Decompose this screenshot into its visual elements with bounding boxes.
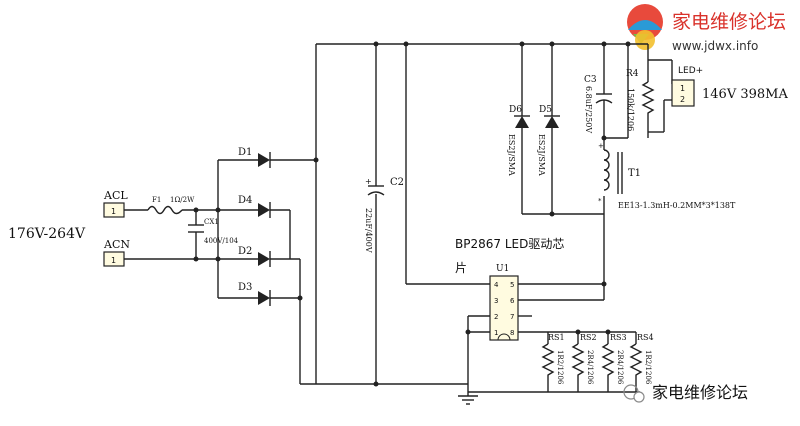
wires bbox=[124, 43, 673, 396]
c2-value: 22uF/400V bbox=[364, 208, 373, 253]
acn-connector: 1 bbox=[103, 251, 125, 267]
output-spec: 146V 398MA bbox=[702, 87, 788, 102]
cx1-capacitor bbox=[188, 224, 204, 233]
chip-pin-1: 1 bbox=[494, 329, 498, 337]
rs4-ref: RS4 bbox=[637, 333, 654, 342]
acn-label: ACN bbox=[103, 238, 130, 251]
rs1-value: 1R2/1206 bbox=[556, 350, 564, 385]
fuse-symbol bbox=[147, 205, 183, 215]
c3-value: 6.8uF/250V bbox=[584, 86, 593, 133]
diode-d6-label: D6 bbox=[509, 105, 522, 115]
chip-pin-2: 2 bbox=[494, 313, 498, 321]
site-url: www.jdwx.info bbox=[672, 39, 758, 53]
diode-d3 bbox=[258, 290, 271, 306]
transformer-t1: + * bbox=[598, 142, 623, 205]
diode-d4 bbox=[258, 202, 271, 218]
rs3-ref: RS3 bbox=[610, 333, 627, 342]
cx1-ref: CX1 bbox=[204, 218, 219, 226]
chip-pin-4: 4 bbox=[494, 281, 499, 289]
sense-resistor-rs3 bbox=[601, 343, 615, 378]
sense-resistor-rs2 bbox=[571, 343, 585, 378]
rs2-ref: RS2 bbox=[580, 333, 597, 342]
rs1-ref: RS1 bbox=[548, 333, 565, 342]
svg-text:*: * bbox=[598, 197, 602, 205]
diode-d5 bbox=[544, 115, 560, 128]
site-name: 家电维修论坛 bbox=[672, 11, 786, 33]
led-plus-label: LED+ bbox=[678, 66, 703, 76]
c2-capacitor: + bbox=[365, 177, 385, 196]
r4-value: 150k/1206 bbox=[626, 88, 635, 131]
chip-pin-3: 3 bbox=[494, 297, 498, 305]
junction-dots bbox=[193, 41, 631, 387]
transformer-value: EE13-1.3mH-0.2MM*3*138T bbox=[618, 201, 736, 210]
rs2-value: 2R4/1206 bbox=[586, 350, 594, 385]
diode-d5-label: D5 bbox=[539, 105, 552, 115]
diode-d6-value: ES2J/SMA bbox=[507, 134, 516, 176]
led-output-connector: 1 2 bbox=[671, 79, 695, 107]
chip-title-line2: 片 bbox=[455, 261, 467, 275]
diode-d2-label: D2 bbox=[238, 246, 252, 257]
sense-resistor-rs1 bbox=[541, 343, 555, 378]
cx1-value: 400V/104 bbox=[204, 237, 239, 245]
fuse-value: 1Ω/2W bbox=[170, 196, 195, 204]
r4-resistor bbox=[641, 81, 655, 116]
svg-text:+: + bbox=[365, 177, 372, 186]
diode-d4-label: D4 bbox=[238, 195, 252, 206]
fuse-ref: F1 bbox=[152, 196, 161, 204]
chip-u1 bbox=[489, 275, 519, 341]
svg-text:1: 1 bbox=[111, 207, 116, 216]
svg-text:1: 1 bbox=[680, 84, 685, 93]
acl-connector: 1 bbox=[103, 202, 125, 218]
rs3-value: 2R4/1206 bbox=[616, 350, 624, 385]
diode-d1 bbox=[258, 152, 271, 168]
sense-resistor-rs4 bbox=[629, 343, 643, 378]
wechat-icon bbox=[623, 384, 645, 403]
c3-capacitor bbox=[595, 93, 613, 104]
chip-pin-8: 8 bbox=[510, 329, 514, 337]
svg-text:1: 1 bbox=[111, 256, 116, 265]
diode-d6 bbox=[514, 115, 530, 128]
diode-d1-label: D1 bbox=[238, 147, 252, 158]
acl-label: ACL bbox=[103, 189, 128, 202]
chip-title-line1: BP2867 LED驱动芯 bbox=[455, 237, 564, 251]
transformer-ref: T1 bbox=[628, 168, 641, 179]
diode-d2 bbox=[258, 251, 271, 267]
chip-ref: U1 bbox=[496, 264, 509, 274]
input-voltage-label: 176V-264V bbox=[8, 226, 86, 242]
chip-pin-5: 5 bbox=[510, 281, 514, 289]
c2-ref: C2 bbox=[390, 177, 404, 188]
c3-ref: C3 bbox=[584, 75, 597, 85]
svg-text:2: 2 bbox=[680, 95, 685, 104]
svg-text:+: + bbox=[598, 142, 604, 150]
bottom-watermark: 家电维修论坛 bbox=[652, 383, 748, 402]
site-logo bbox=[627, 4, 663, 50]
diode-d5-value: ES2J/SMA bbox=[537, 134, 546, 176]
rs4-value: 1R2/1206 bbox=[644, 350, 652, 385]
chip-pin-6: 6 bbox=[510, 297, 515, 305]
ground-icon bbox=[458, 395, 478, 405]
chip-pin-7: 7 bbox=[510, 313, 514, 321]
diode-d3-label: D3 bbox=[238, 282, 252, 293]
r4-ref: R4 bbox=[626, 69, 639, 79]
